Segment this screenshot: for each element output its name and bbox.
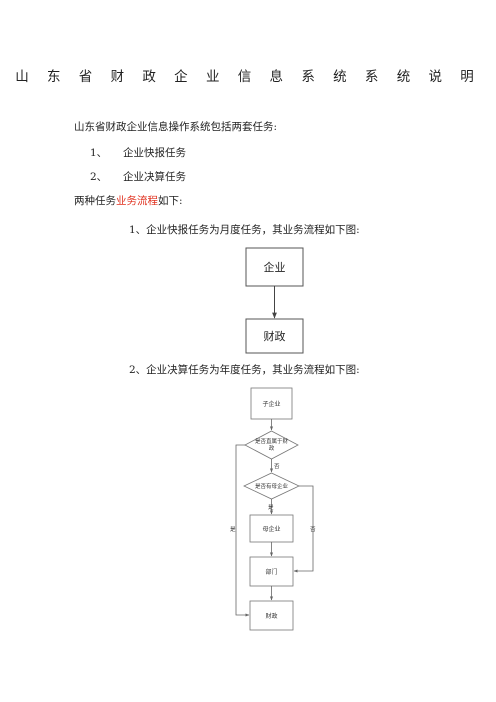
flow2-node-subsidiary-label: 子企业 bbox=[262, 400, 280, 408]
flow2-node-department: 部门 bbox=[249, 556, 294, 587]
section-2-heading: 2、企业决算任务为年度任务，其业务流程如下图: bbox=[129, 364, 360, 376]
flow2-node-parent-enterprise: 母企业 bbox=[249, 514, 294, 543]
flow2-decision-parent: 是否有母企业 bbox=[243, 472, 300, 500]
flow2-decision-direct-line2: 政 bbox=[269, 444, 275, 452]
flow1-node-finance: 财政 bbox=[245, 318, 304, 354]
list-item: 1、 bbox=[90, 146, 107, 160]
flow2-connector bbox=[235, 444, 250, 617]
flow1-node-finance-label: 财政 bbox=[264, 329, 286, 343]
process-highlight: 业务流程 bbox=[116, 195, 158, 207]
flow2-node-finance-label: 财政 bbox=[265, 612, 277, 620]
page-title: 山 东 省 财 政 企 业 信 息 系 统 系 统 说 明 bbox=[15, 69, 481, 85]
intro-paragraph: 山东省财政企业信息操作系统包括两套任务: bbox=[74, 121, 278, 133]
flow1-node-enterprise-label: 企业 bbox=[264, 260, 286, 274]
list-item-number: 1、 bbox=[90, 147, 108, 159]
process-intro-suffix: 如下: bbox=[158, 195, 183, 207]
list-item-number: 2、 bbox=[90, 171, 108, 183]
flow2-edge-label: 是 bbox=[268, 504, 274, 511]
flow2-decision-direct: 是否直属于财 政 bbox=[244, 430, 299, 460]
flow2-node-subsidiary: 子企业 bbox=[250, 387, 293, 420]
flow2-connector bbox=[293, 485, 314, 573]
flow2-decision-direct-line1: 是否直属于财 bbox=[255, 437, 289, 445]
list-item-text: 企业快报任务 bbox=[123, 147, 186, 159]
flow2-decision-parent-label: 是否有母企业 bbox=[255, 482, 289, 490]
section-1-heading: 1、企业快报任务为月度任务，其业务流程如下图: bbox=[129, 224, 360, 236]
flow2-edge-label: 否 bbox=[274, 463, 280, 470]
process-intro: 两种任务业务流程如下: bbox=[74, 194, 183, 208]
process-intro-prefix: 两种任务 bbox=[74, 195, 116, 207]
flow2-node-finance: 财政 bbox=[249, 600, 294, 631]
flow2-node-parent-enterprise-label: 母企业 bbox=[262, 525, 280, 533]
flow2-edge-label: 是 bbox=[230, 526, 236, 533]
flow1-node-enterprise: 企业 bbox=[245, 247, 304, 287]
flow2-node-department-label: 部门 bbox=[265, 568, 277, 576]
list-item: 2、 bbox=[90, 170, 107, 184]
list-item-text: 企业决算任务 bbox=[123, 171, 186, 183]
flow2-edge-label: 否 bbox=[310, 526, 316, 533]
